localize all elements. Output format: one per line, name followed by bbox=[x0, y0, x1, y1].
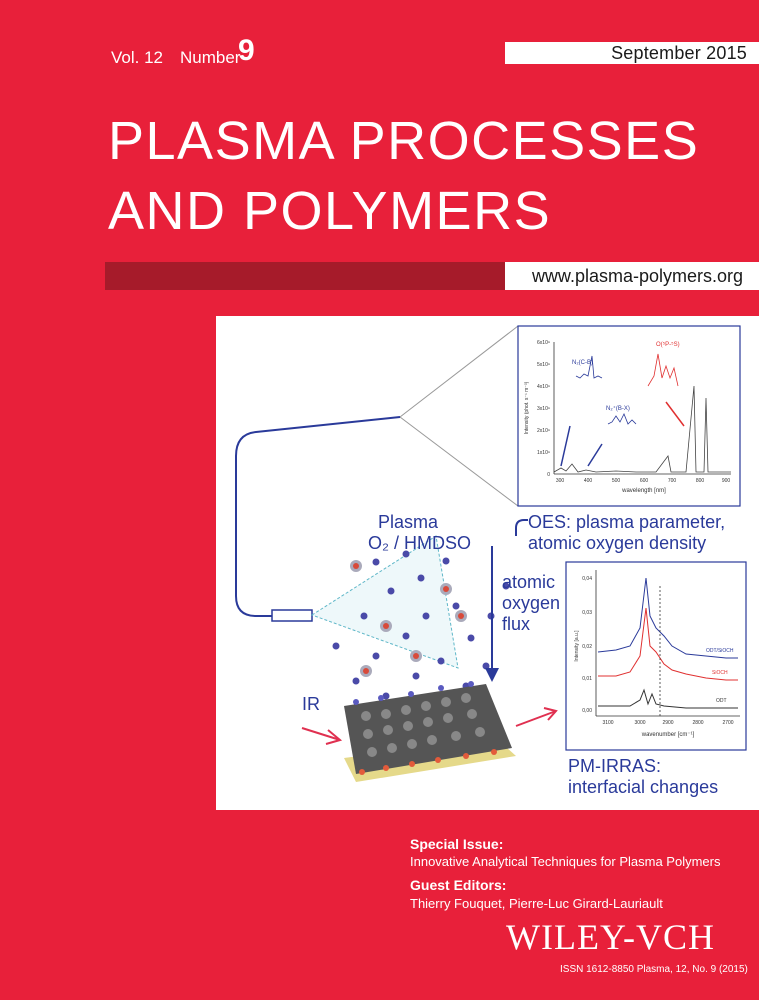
number-label: Number bbox=[180, 48, 241, 67]
oes-n2plus-zoom bbox=[607, 413, 637, 425]
oes-ytick: 5x10⁹ bbox=[537, 362, 550, 368]
journal-title-line-1: PLASMA PROCESSES bbox=[108, 111, 700, 171]
oes-ytick: 0 bbox=[547, 472, 550, 478]
ir-out-arrow bbox=[515, 710, 557, 727]
irras-series-label-odt-siohc: ODT/SiOCH bbox=[706, 648, 734, 654]
irras-xtick: 2800 bbox=[692, 720, 703, 726]
oxygen-flux-label: atomic oxygen flux bbox=[502, 572, 561, 634]
oes-ytick: 3x10⁹ bbox=[537, 406, 550, 412]
oes-blue-arrow-2 bbox=[587, 443, 603, 467]
irras-ytick: 0,04 bbox=[582, 576, 592, 582]
irras-ytick: 0,03 bbox=[582, 610, 592, 616]
plasma-particles bbox=[332, 550, 510, 700]
oes-xtick: 600 bbox=[640, 478, 649, 484]
publisher-logo: WILEY-VCH bbox=[506, 917, 715, 957]
substrate-layer bbox=[344, 684, 512, 774]
plasma-species-label: O₂ / HMDSO bbox=[368, 533, 471, 553]
atomic-oxygen-flux-arrowhead bbox=[485, 668, 499, 682]
oes-xtick: 300 bbox=[556, 478, 565, 484]
zoom-line-top bbox=[399, 325, 519, 418]
journal-title-line-2: AND POLYMERS bbox=[108, 181, 552, 241]
volume-label: Vol. 12 bbox=[111, 48, 163, 67]
special-issue-heading: Special Issue: bbox=[410, 836, 504, 852]
optical-fiber-cable bbox=[235, 416, 401, 617]
irras-inset-frame bbox=[565, 561, 747, 751]
irras-series-label-odt: ODT bbox=[716, 698, 727, 704]
oes-annotation-oxygen: O(⁵P-⁵S) bbox=[656, 341, 680, 348]
issue-number: 9 bbox=[238, 34, 255, 67]
issn-line: ISSN 1612-8850 Plasma, 12, No. 9 (2015) bbox=[560, 964, 748, 975]
title-underline-bar bbox=[105, 262, 505, 290]
ir-label: IR bbox=[302, 694, 320, 714]
pm-irras-label: PM-IRRAS: interfacial changes bbox=[568, 756, 719, 797]
hmdso-molecules bbox=[350, 560, 467, 677]
irras-series-odt-siohc bbox=[597, 577, 738, 659]
irras-series-odt bbox=[598, 688, 738, 709]
oes-red-arrow bbox=[665, 401, 685, 427]
irras-series-label-siohc: SiOCH bbox=[712, 670, 728, 676]
irras-xlabel: wavenumber [cm⁻¹] bbox=[641, 732, 695, 738]
oes-xtick: 500 bbox=[612, 478, 621, 484]
irras-xtick: 2700 bbox=[722, 720, 733, 726]
interface-atoms bbox=[359, 749, 497, 775]
ir-in-arrowhead bbox=[325, 729, 343, 745]
plasma-label: Plasma bbox=[378, 512, 439, 532]
atomic-oxygen-flux-arrow bbox=[515, 519, 528, 536]
ir-out-arrowhead bbox=[543, 707, 558, 721]
irras-ytick: 0,01 bbox=[582, 676, 592, 682]
oes-ytick: 2x10⁹ bbox=[537, 428, 550, 434]
zoom-line-bottom bbox=[399, 416, 519, 507]
irras-xtick: 2900 bbox=[662, 720, 673, 726]
oes-xtick: 700 bbox=[668, 478, 677, 484]
oes-annotation-n2plus: N₂⁺(B-X) bbox=[606, 405, 630, 412]
oes-blue-arrow-1 bbox=[560, 425, 571, 467]
oes-xtick: 800 bbox=[696, 478, 705, 484]
irras-ylabel: Intensity [a.u.] bbox=[574, 630, 580, 662]
irras-ytick: 0,02 bbox=[582, 644, 592, 650]
guest-editors-heading: Guest Editors: bbox=[410, 877, 507, 893]
irras-xtick: 3000 bbox=[634, 720, 645, 726]
oes-xtick: 900 bbox=[722, 478, 731, 484]
irras-series-siohc bbox=[598, 607, 738, 681]
oes-spectrum bbox=[553, 385, 731, 473]
date-bar: September 2015 bbox=[505, 42, 759, 64]
oes-xtick: 400 bbox=[584, 478, 593, 484]
oes-oxygen-zoom bbox=[647, 353, 679, 387]
ir-in-arrow bbox=[301, 727, 341, 741]
cover-figure-graphic: N₂(C-B) N₂⁺(B-X) O(⁵P-⁵S) 0 1x10⁹ 2x10⁹ … bbox=[235, 325, 747, 782]
irras-ytick: 0,00 bbox=[582, 708, 592, 714]
oes-xlabel: wavelength [nm] bbox=[621, 488, 666, 494]
fiber-probe bbox=[271, 609, 313, 622]
cover-figure: N₂(C-B) N₂⁺(B-X) O(⁵P-⁵S) 0 1x10⁹ 2x10⁹ … bbox=[216, 316, 759, 810]
issue-date: September 2015 bbox=[611, 43, 747, 63]
surface-oxygen-atoms bbox=[353, 681, 474, 705]
journal-title: PLASMA PROCESSES AND POLYMERS bbox=[108, 106, 699, 246]
special-issue-title: Innovative Analytical Techniques for Pla… bbox=[410, 854, 721, 869]
oes-ytick: 4x10⁹ bbox=[537, 384, 550, 390]
url-bar: www.plasma-polymers.org bbox=[505, 262, 759, 290]
substrate-atoms bbox=[361, 693, 485, 757]
oes-ylabel: Intensity (phot. s⁻¹ m⁻³) bbox=[524, 381, 530, 434]
irras-xtick: 3100 bbox=[602, 720, 613, 726]
oes-inset-frame bbox=[517, 325, 741, 507]
oes-label: OES: plasma parameter, atomic oxygen den… bbox=[528, 512, 726, 553]
oes-ytick: 1x10⁹ bbox=[537, 450, 550, 456]
guest-editors-names: Thierry Fouquet, Pierre-Luc Girard-Lauri… bbox=[410, 896, 663, 911]
oes-ytick: 6x10⁹ bbox=[537, 340, 550, 346]
oes-n2-zoom bbox=[575, 355, 603, 379]
journal-url[interactable]: www.plasma-polymers.org bbox=[531, 266, 743, 286]
observation-cone bbox=[310, 535, 459, 669]
oes-annotation-n2: N₂(C-B) bbox=[572, 360, 593, 366]
